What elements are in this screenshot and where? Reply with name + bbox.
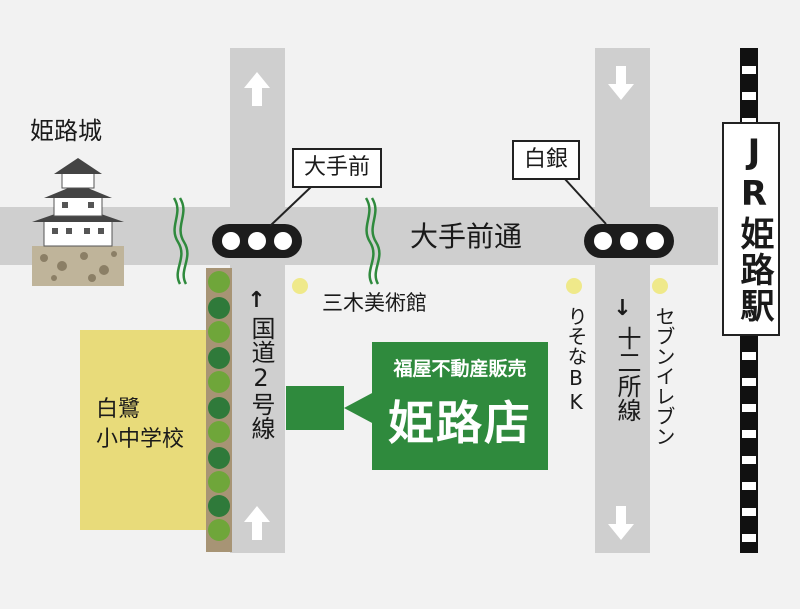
museum-label: 三木美術館 [322,291,427,315]
store-sign: 福屋不動産販売 姫路店 [372,342,548,470]
route2-road [230,48,285,553]
callout-leader-line [563,178,607,225]
down-arrow-icon [608,66,634,100]
store-subtitle: 福屋不動産販売 [393,358,527,380]
castle-icon [32,158,124,286]
convenience-label: セブンイレブン [652,306,676,446]
main-street-label: 大手前通 [410,220,523,253]
traffic-signal-ote [212,224,302,258]
store-name: 姫路店 [388,396,532,450]
museum-marker [292,278,308,294]
store-location-marker [286,386,344,430]
juni-arrow: ↓ [610,296,635,321]
route2-label: 国道2号線 [247,316,275,440]
signal-callout-shirogane: 白銀 [512,140,581,180]
up-arrow-icon [244,506,270,540]
convenience-marker [652,278,668,294]
road-break-icon [364,197,381,285]
down-arrow-icon [608,506,634,540]
bank-marker [566,278,582,294]
store-pointer-icon [344,392,374,424]
juni-road [595,48,650,553]
station-label: JR姫路駅 [734,132,774,324]
juni-line-label: 十二所線 [613,326,641,422]
route2-arrow: ↑ [244,288,269,313]
school-block: 白鷺 小中学校 [80,330,206,530]
traffic-signal-shirogane [584,224,674,258]
tree-icons [208,271,230,541]
school-label-line2: 小中学校 [96,427,185,452]
school-label-line1: 白鷺 [96,397,141,422]
station-box: JR姫路駅 [722,122,780,336]
callout-leader-line [269,186,313,227]
bank-label: りそなBK [564,306,588,414]
road-break-icon [172,197,189,285]
signal-callout-ote: 大手前 [292,148,383,188]
castle-label: 姫路城 [30,117,102,145]
up-arrow-icon [244,72,270,106]
